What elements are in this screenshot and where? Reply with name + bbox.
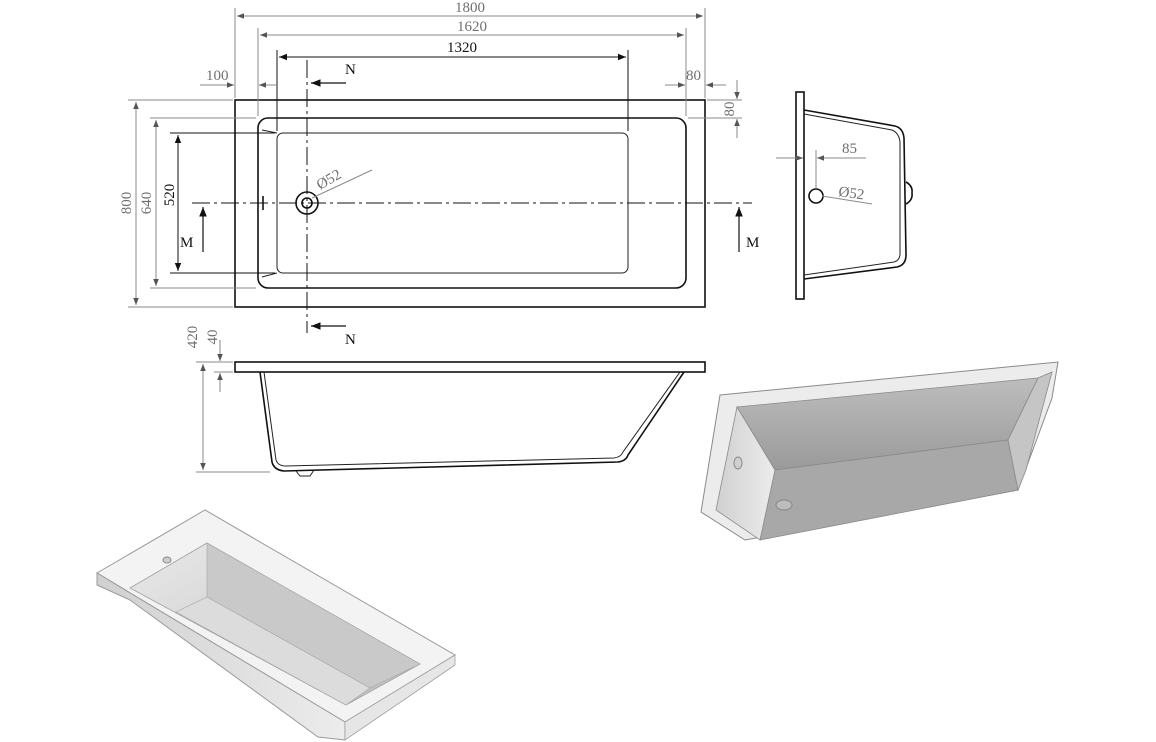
dim-side-rim: 80 <box>722 102 738 117</box>
side-view-rim <box>234 361 706 373</box>
dim-frame-width: 640 <box>139 192 155 215</box>
dim-overall-width: 800 <box>119 192 135 215</box>
section-label-n-top: N <box>345 62 356 78</box>
dim-end-rim-right: 80 <box>686 68 701 84</box>
end-view-waste-diameter: Ø52 <box>837 184 865 203</box>
top-render <box>96 509 456 741</box>
section-marker-n-top: N <box>311 62 356 87</box>
end-view-waste <box>808 188 824 204</box>
end-view-rim <box>795 91 805 300</box>
section-label-n-bottom: N <box>345 332 356 348</box>
plan-waste-diameter-callout: Ø52 <box>311 167 373 199</box>
plan-view: N N M M Ø52 <box>180 60 759 348</box>
side-view: 420 40 <box>185 326 706 477</box>
dim-basin-width: 520 <box>162 184 178 207</box>
end-view-profile <box>803 109 907 280</box>
section-label-m-right: M <box>746 235 759 251</box>
end-view: 85 Ø52 <box>776 91 913 300</box>
plan-horizontal-dimensions: 1800 1620 1320 100 80 <box>200 0 726 131</box>
end-view-waste-offset: 85 <box>842 141 857 157</box>
dim-overall-length: 1800 <box>455 0 485 16</box>
underside-end-face <box>715 405 776 541</box>
plan-vertical-dimensions: 800 640 520 80 <box>119 80 742 308</box>
section-marker-m-right: M <box>735 207 759 252</box>
side-view-body <box>259 371 685 472</box>
section-marker-n-bottom: N <box>311 322 356 348</box>
section-marker-m-left: M <box>180 207 207 252</box>
underside-render <box>700 361 1059 541</box>
dim-frame-length: 1620 <box>457 19 487 35</box>
side-view-height: 420 <box>185 326 201 349</box>
dim-basin-length: 1320 <box>447 40 477 56</box>
side-view-rim-thickness: 40 <box>205 330 221 345</box>
dim-end-rim-left: 100 <box>206 68 229 84</box>
section-label-m-left: M <box>180 235 193 251</box>
